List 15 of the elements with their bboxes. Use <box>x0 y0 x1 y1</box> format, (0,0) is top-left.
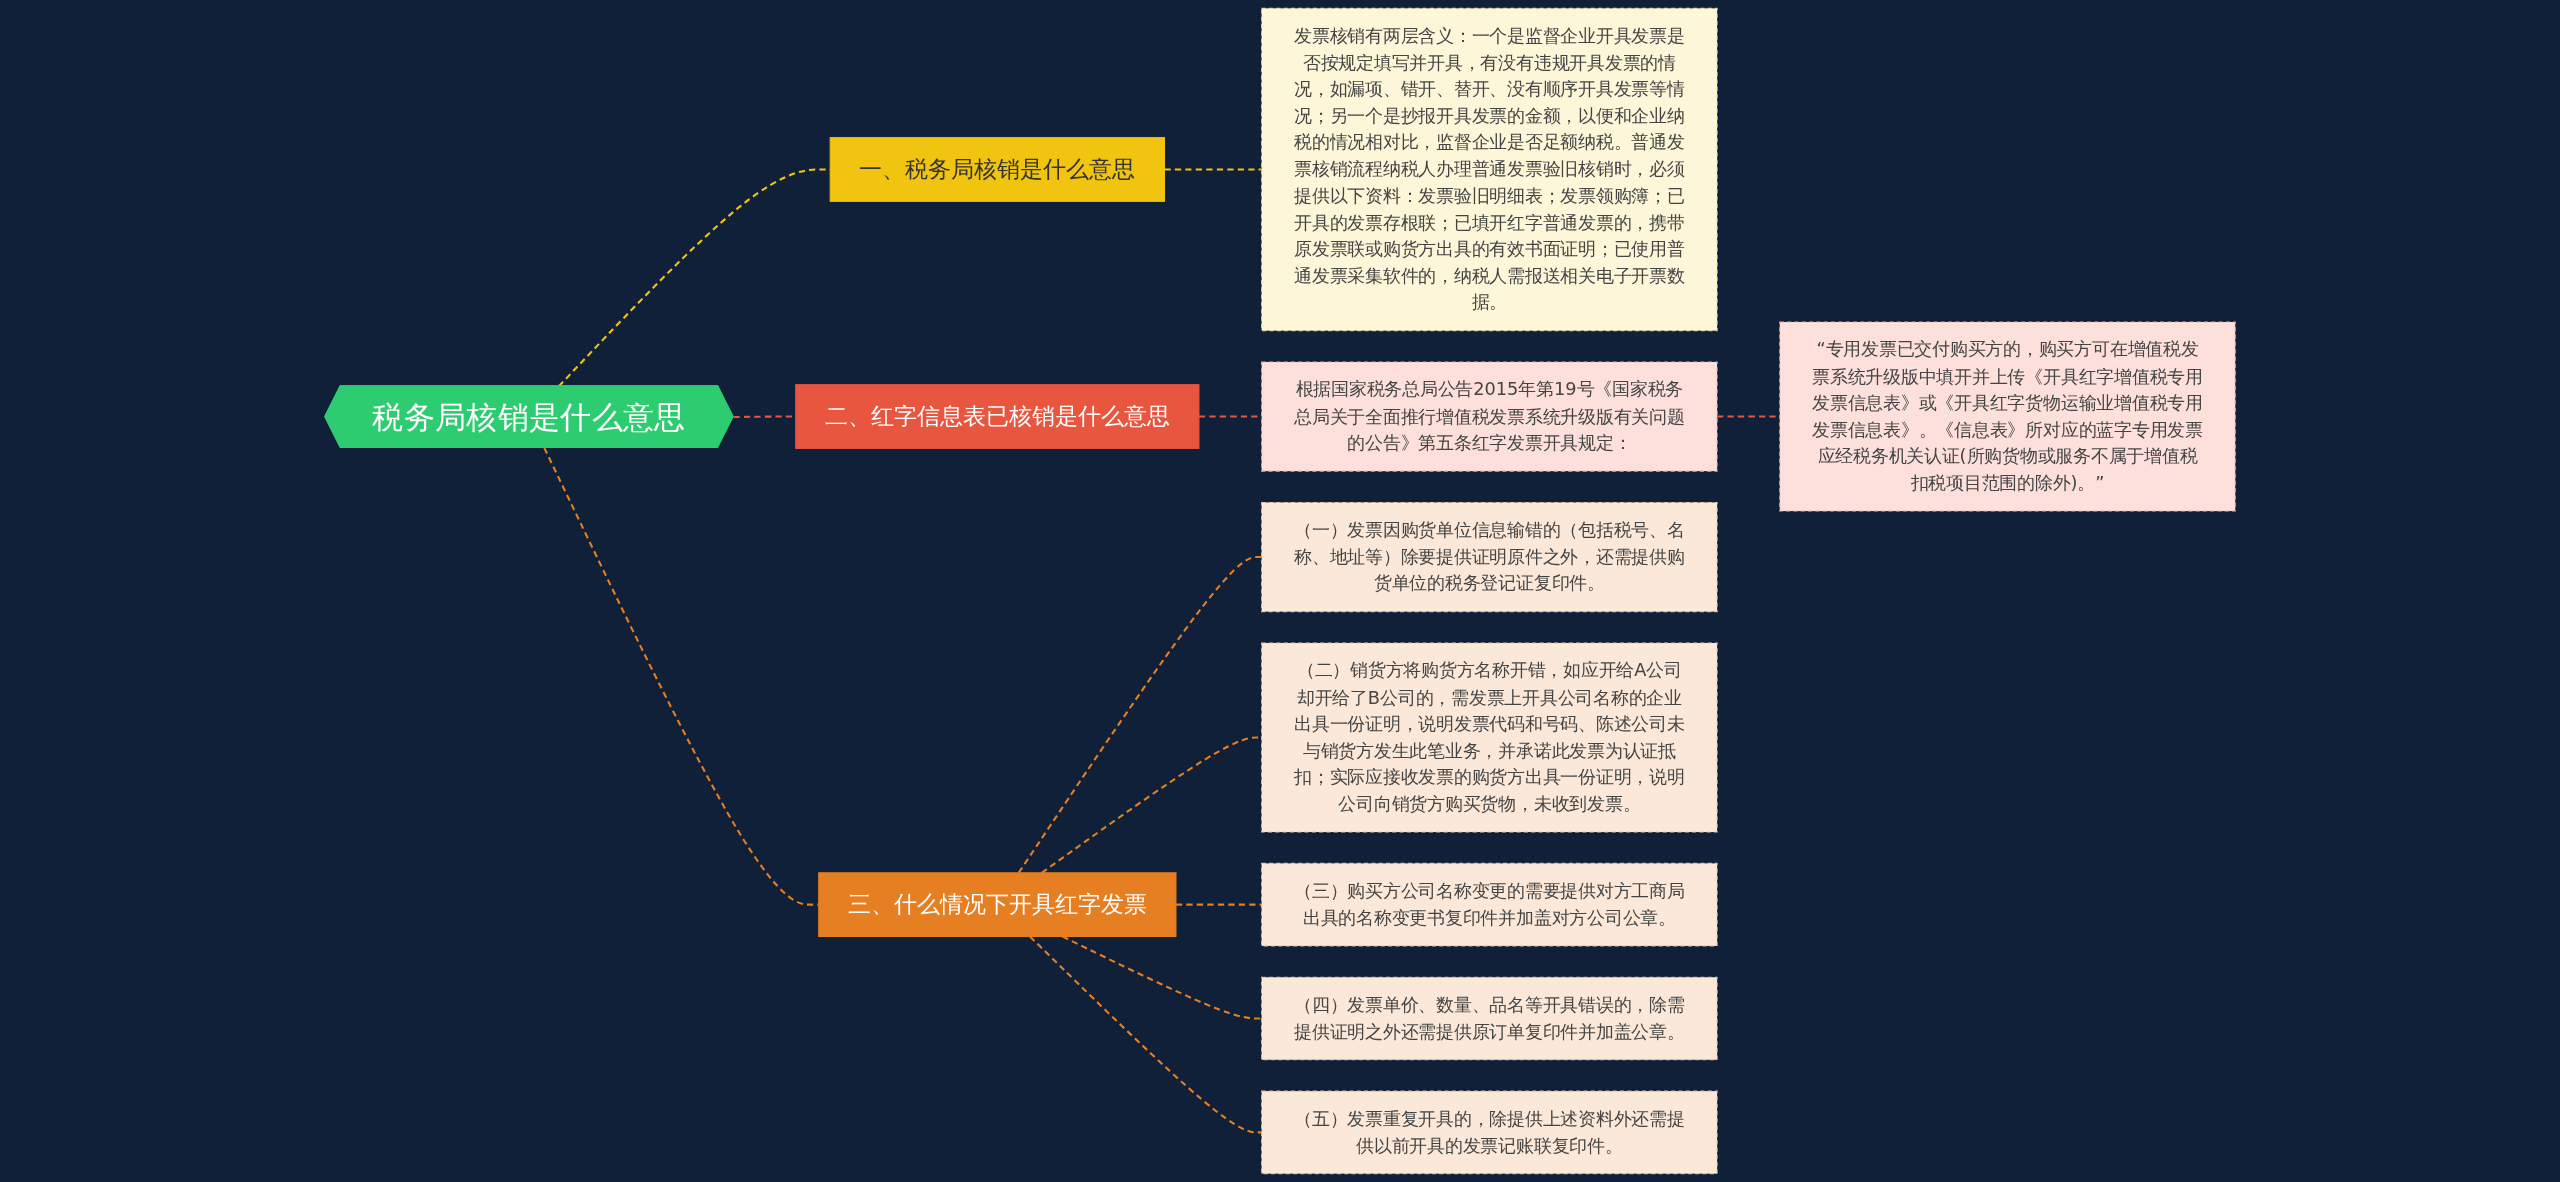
node-box: （五）发票重复开具的，除提供上述资料外还需提供以前开具的发票记账联复印件。 <box>1261 1090 1718 1175</box>
node-box: （三）购买方公司名称变更的需要提供对方工商局出具的名称变更书复印件并加盖对方公司公章。 <box>1261 862 1718 947</box>
node-box: 三、什么情况下开具红字发票 <box>818 872 1177 938</box>
node-box: （一）发票因购货单位信息输错的（包括税号、名称、地址等）除要提供证明原件之外，还需提供购货单位的税务登记证复印件。 <box>1261 501 1718 613</box>
connector <box>1017 556 1262 874</box>
node-box: 发票核销有两层含义：一个是监督企业开具发票是否按规定填写并开具，有没有违规开具发票的情况，如漏项、错开、替开、没有顺序开具发票等情况；另一个是抄报开具发票的金额，以便和企业纳税的情况相对比，监督企业是否足额纳税。普通发票核销流程纳税人办理普通发票验旧核销时，必须提供以下资料：发票验旧明细表；发票领购簿；已开具的发票存根联；已填开红字普通发票的，携带原发票联或购货方出具的有效书面证明；已使用普通发票采集软件的，纳税人需报送相关电子开票数据。 <box>1261 7 1718 332</box>
node-box: 根据国家税务总局公告2015年第19号《国家税务总局关于全面推行增值税发票系统升级版有关问题的公告》第五条红字发票开具规定： <box>1261 361 1718 472</box>
node-box: （二）销货方将购货方名称开错，如应开给A公司却开给了B公司的，需发票上开具公司名称的企业出具一份证明，说明发票代码和号码、陈述公司未与销货方发生此笔业务，并承诺此发票为认证抵扣；实际应接收发票的购货方出具一份证明，说明公司向销货方购买货物，未收到发票。 <box>1261 642 1718 833</box>
connector <box>1164 168 1262 171</box>
connector <box>1062 935 1262 1020</box>
node-box: “专用发票已交付购买方的，购买方可在增值税发票系统升级版中填开并上传《开具红字增值税专用发票信息表》或《开具红字货物运输业增值税专用发票信息表》。《信息表》所对应的蓝字专用发票应经税务机关认证(所购货物或服务不属于增值税扣税项目范围的除外)。” <box>1779 321 2236 512</box>
node-box: 二、红字信息表已核销是什么意思 <box>795 384 1200 449</box>
node-box: 一、税务局核销是什么意思 <box>829 137 1165 202</box>
connector <box>1029 935 1262 1134</box>
node-box: （四）发票单价、数量、品名等开具错误的，除需提供证明之外还需提供原订单复印件并加盖公章。 <box>1261 976 1718 1061</box>
